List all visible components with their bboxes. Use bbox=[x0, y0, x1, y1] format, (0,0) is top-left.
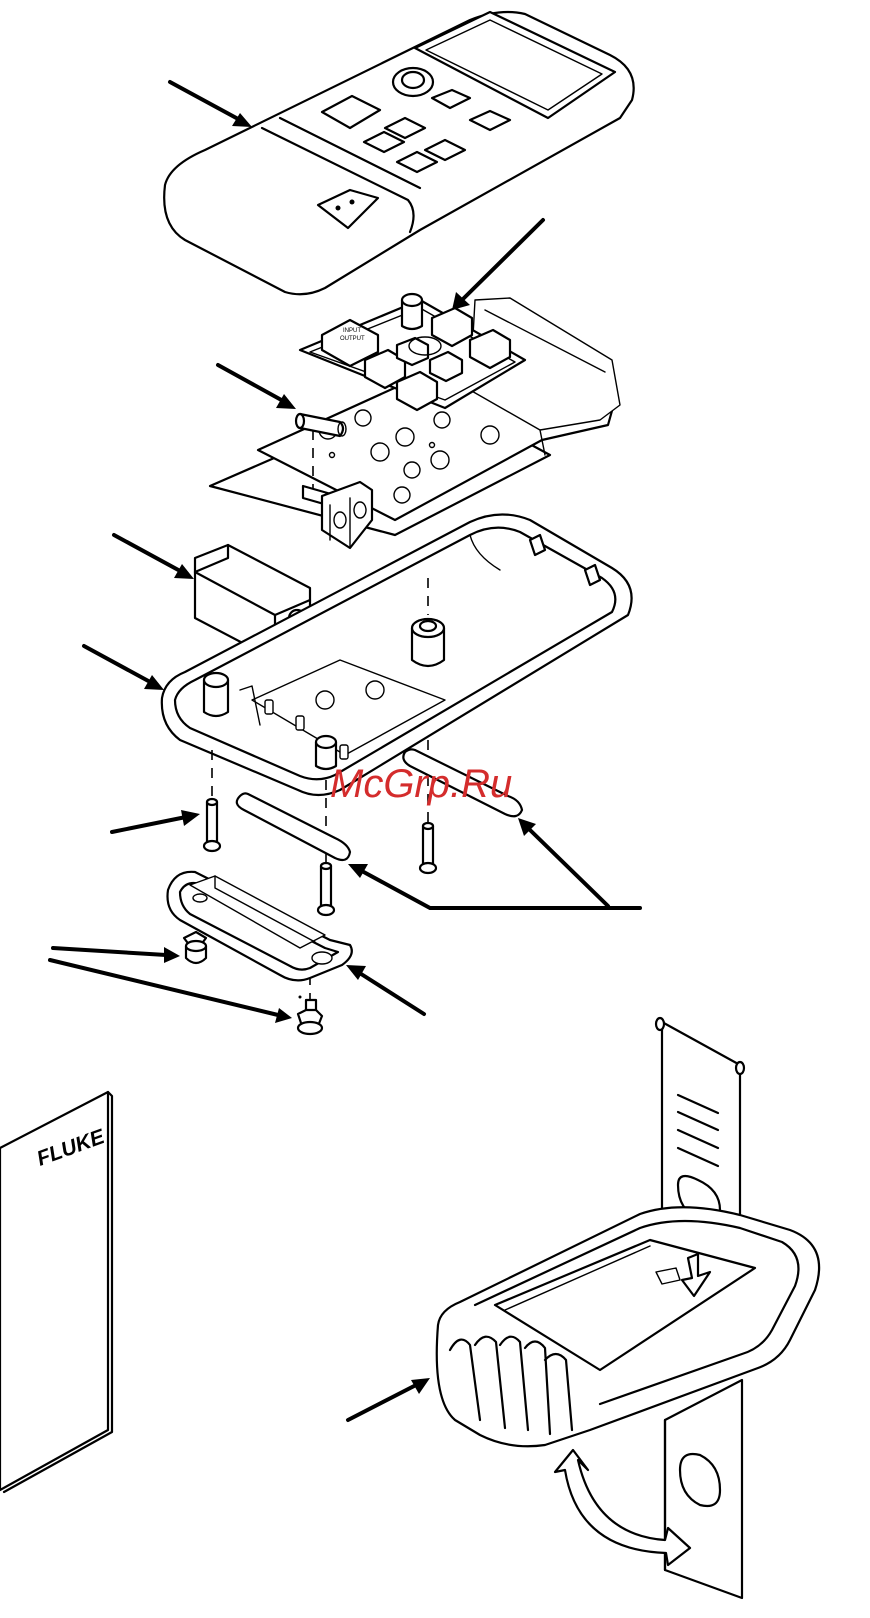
screw-left bbox=[204, 799, 220, 851]
case-post-front bbox=[204, 673, 228, 716]
screw-right bbox=[420, 823, 436, 873]
foot-lower bbox=[298, 996, 322, 1035]
screw-center bbox=[318, 863, 334, 915]
manual: FLUKE bbox=[0, 1092, 112, 1492]
test-lead-arrow-2 bbox=[518, 818, 608, 906]
fuse-arrow bbox=[218, 365, 296, 409]
keypad-post bbox=[402, 294, 422, 329]
front-case-arrow bbox=[170, 82, 252, 127]
front-case bbox=[164, 12, 634, 294]
test-lead-arrow bbox=[348, 864, 640, 908]
keypad-label-output: OUTPUT bbox=[340, 336, 365, 342]
foot-arrow bbox=[53, 947, 180, 963]
screw-arrow bbox=[112, 810, 200, 832]
rear-case-arrow bbox=[84, 646, 164, 690]
rotary-knob bbox=[393, 68, 433, 96]
holster bbox=[437, 1207, 819, 1446]
battery-arrow bbox=[114, 535, 194, 579]
tilt-stand-lower bbox=[665, 1380, 742, 1598]
foot-upper bbox=[184, 932, 206, 963]
fuse-holder bbox=[303, 482, 372, 548]
case-post-center bbox=[412, 619, 444, 666]
clip-arrow bbox=[346, 965, 424, 1014]
foot-arrow-2 bbox=[50, 960, 292, 1023]
keypad-arrow bbox=[452, 220, 543, 310]
holster-arrow bbox=[348, 1378, 430, 1420]
keypad-label-input: INPUT bbox=[343, 328, 361, 334]
watermark: McGrp.Ru bbox=[330, 762, 512, 806]
